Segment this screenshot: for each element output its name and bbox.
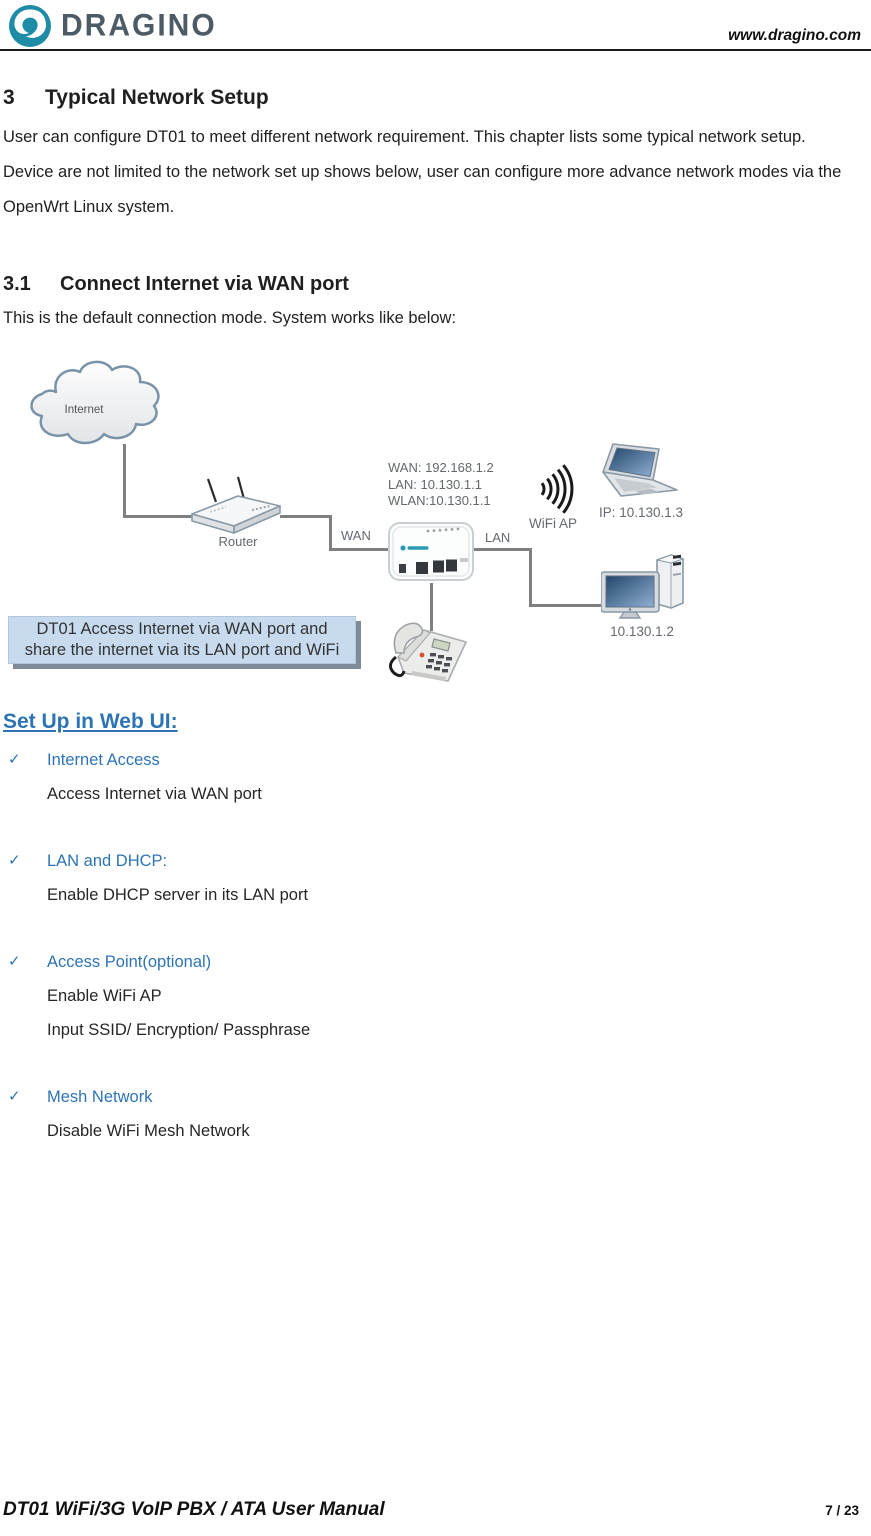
dragino-logo: DRAGINO [8, 4, 217, 48]
section-3-heading: 3 Typical Network Setup [3, 86, 269, 110]
laptop [601, 442, 679, 502]
router-label: Router [218, 534, 258, 549]
dt01-device [386, 518, 476, 584]
network-diagram: Internet Router WAN LAN [0, 348, 871, 698]
footer-page-number: 7 / 23 [825, 1503, 859, 1518]
setup-item-title: Mesh Network [47, 1088, 153, 1106]
laptop-icon [602, 443, 678, 497]
section-31-title: Connect Internet via WAN port [60, 273, 349, 295]
diagram-caption: DT01 Access Internet via WAN port and sh… [8, 616, 356, 664]
caption-line-2: share the internet via its LAN port and … [24, 641, 340, 659]
line-lan-v [529, 548, 532, 607]
check-icon: ✓ [8, 751, 21, 768]
dragino-logo-icon [9, 5, 51, 47]
internet-label: Internet [64, 404, 104, 416]
setup-item-title: LAN and DHCP: [47, 852, 168, 870]
internet-cloud: Internet [22, 358, 166, 450]
setup-item-detail: Access Internet via WAN port [47, 785, 262, 803]
setup-item-detail: Disable WiFi Mesh Network [47, 1122, 250, 1140]
section-31-heading: 3.1 Connect Internet via WAN port [3, 273, 349, 296]
website-url: www.dragino.com [728, 27, 861, 44]
ip-phone-icon [389, 622, 467, 682]
page-footer: DT01 WiFi/3G VoIP PBX / ATA User Manual … [3, 1499, 859, 1521]
line-cloud-to-router [123, 444, 126, 518]
dt01-device-icon [388, 522, 474, 581]
setup-item-access-point: ✓ Access Point(optional) Enable WiFi AP … [3, 945, 643, 1047]
ip-phone [388, 613, 470, 689]
setup-item-title: Internet Access [47, 751, 160, 769]
header-divider [0, 49, 871, 51]
desktop-ip-label: 10.130.1.2 [610, 624, 674, 639]
line-router-to-wan-h2 [329, 548, 389, 551]
wifi-signal-icon [540, 464, 574, 514]
setup-item-detail: Enable DHCP server in its LAN port [47, 886, 309, 904]
dt01-wan-ip: WAN: 192.168.1.2 [388, 460, 494, 475]
section-3-title: Typical Network Setup [45, 86, 269, 109]
desktop-computer-icon [600, 554, 685, 619]
logo-wordmark: DRAGINO [61, 8, 217, 43]
wan-port-label: WAN [341, 528, 371, 543]
desktop-computer [600, 554, 685, 624]
wifi-signal [535, 463, 577, 515]
check-icon: ✓ [8, 953, 21, 970]
check-icon: ✓ [8, 1088, 21, 1105]
line-lan-h2 [529, 604, 603, 607]
setup-item-title: Access Point(optional) [47, 953, 212, 971]
caption-line-1: DT01 Access Internet via WAN port and [36, 620, 328, 638]
line-router-to-wan-h1 [280, 515, 332, 518]
dt01-wlan-ip: WLAN:10.130.1.1 [388, 493, 491, 508]
internet-cloud-icon [30, 360, 160, 445]
setup-item-internet-access: ✓ Internet Access Access Internet via WA… [3, 743, 643, 811]
wifi-ap-label: WiFi AP [528, 516, 577, 531]
setup-item-mesh-network: ✓ Mesh Network Disable WiFi Mesh Network [3, 1080, 643, 1148]
lan-port-label: LAN [485, 530, 511, 545]
line-router-to-wan-v [329, 515, 332, 551]
dt01-lan-ip: LAN: 10.130.1.1 [388, 476, 482, 492]
laptop-ip-label: IP: 10.130.1.3 [598, 505, 684, 520]
line-lan-h1 [474, 548, 532, 551]
router-device [186, 476, 286, 534]
dt01-ip-info: WAN: 192.168.1.2 LAN: 10.130.1.1 WLAN:10… [388, 460, 494, 510]
setup-item-detail: Input SSID/ Encryption/ Passphrase [47, 1021, 311, 1039]
line-cloud-to-router-h [123, 515, 195, 518]
router-icon [191, 476, 281, 534]
setup-item-lan-dhcp: ✓ LAN and DHCP: Enable DHCP server in it… [3, 844, 643, 912]
footer-doc-title: DT01 WiFi/3G VoIP PBX / ATA User Manual [3, 1499, 385, 1520]
section-3-number: 3 [3, 86, 15, 109]
section-3-body: User can configure DT01 to meet differen… [3, 128, 842, 216]
setup-item-detail: Enable WiFi AP [47, 987, 162, 1005]
setup-heading: Set Up in Web UI: [3, 710, 178, 733]
section-31-body: This is the default connection mode. Sys… [3, 309, 457, 327]
setup-section: Set Up in Web UI: ✓ Internet Access Acce… [3, 710, 643, 1181]
check-icon: ✓ [8, 852, 21, 869]
section-31-number: 3.1 [3, 273, 31, 295]
line-device-to-phone [430, 583, 433, 631]
